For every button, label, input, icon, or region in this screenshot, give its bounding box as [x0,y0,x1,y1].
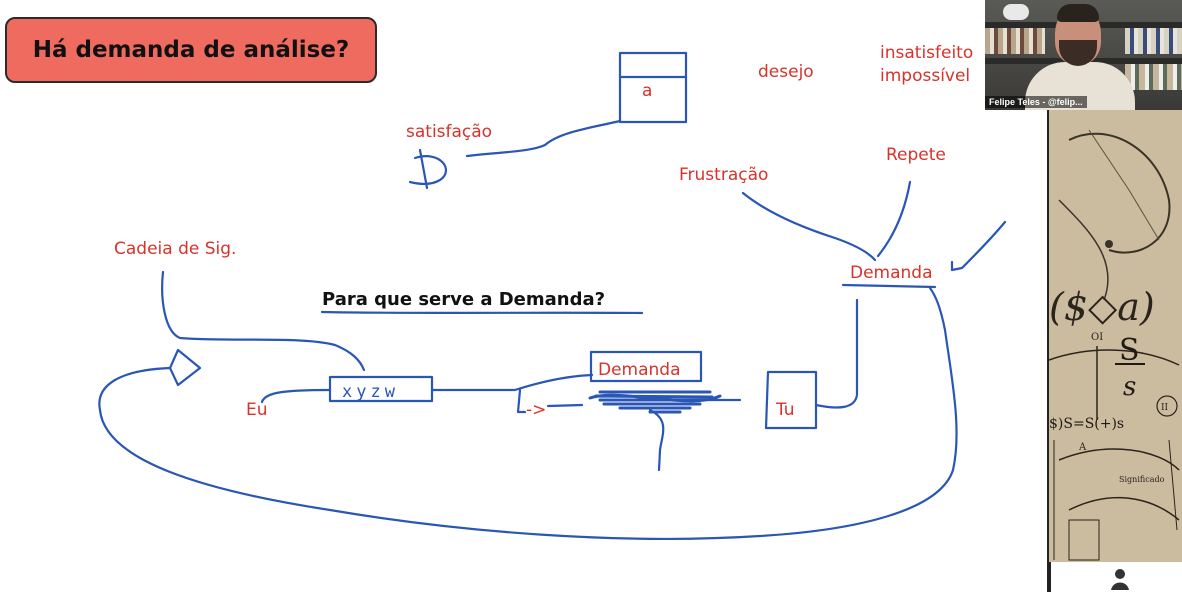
demanda-right-underline [841,283,937,289]
scribble-mark [588,390,722,414]
label-xyzw: xyzw [342,382,399,402]
repete-line [876,180,912,258]
formula-sdiamond-a: ($◇a) [1049,285,1155,329]
bookshelf-books [1125,28,1182,54]
formula-second: $)S=S(+)s [1049,416,1124,432]
label-insatisfeito: insatisfeito [880,43,973,63]
glyph-s-top: S [1119,333,1140,368]
lacan-graph-illustration: ($◇a) OI S s II $)S=S(+)s A Significado [1049,110,1182,562]
label-impossivel: impossível [880,66,970,86]
title-box: Há demanda de análise? [5,17,377,83]
webcam-video-panel[interactable]: Felipe Teles - @felip... [985,0,1182,110]
glyph-a: A [1078,442,1087,453]
glyph-roman-oi: OI [1091,332,1103,343]
right-check-mark [950,220,1007,272]
bottom-thumbnail-strip [1049,562,1182,592]
label-satisfacao: satisfação [406,122,492,142]
camera-logo-icon [1003,4,1029,20]
question-underline [320,310,644,315]
question-heading: Para que serve a Demanda? [322,289,605,310]
panel-divider [1047,110,1049,592]
label-repete: Repete [886,145,946,165]
glyph-s-bottom: s [1123,372,1136,402]
satisfacao-line [465,119,622,158]
tu-to-demanda-line [814,298,859,409]
bookshelf-books [985,28,1045,54]
arrow-bracket [516,388,527,414]
xyzw-to-demanda-line [430,373,594,392]
label-frustracao: Frustração [679,165,768,185]
label-demanda-right: Demanda [850,263,933,283]
bookshelf-books [1125,64,1182,90]
label-arrow: -> [526,400,546,420]
arrowhead-left [168,348,202,387]
xyzw-box [328,375,434,403]
arrow-tail-line [546,403,584,408]
object-a-box [618,51,688,124]
label-a: a [642,81,652,101]
barred-d-symbol [408,148,447,190]
glyph-roman-ii: II [1161,403,1169,413]
large-loop [98,286,958,540]
tu-box [764,370,818,430]
label-desejo: desejo [758,62,814,82]
figure-silhouette-icon [1111,569,1129,590]
label-demanda-center: Demanda [598,360,681,380]
demanda-center-box [589,350,703,383]
label-eu: Eu [246,400,268,420]
label-cadeia: Cadeia de Sig. [114,239,236,259]
slide-title: Há demanda de análise? [32,37,350,63]
scribble-tail [648,408,665,472]
label-tu: Tu [775,400,795,420]
cadeia-line [161,270,366,372]
eu-connector [260,388,332,404]
illustration-svg: ($◇a) OI S s II $)S=S(+)s A Significado [1049,129,1180,561]
label-significado: Significado [1119,475,1165,484]
webcam-caption: Felipe Teles - @felip... [985,96,1087,108]
presenter-hair [1057,4,1099,22]
frustracao-line [741,191,877,262]
